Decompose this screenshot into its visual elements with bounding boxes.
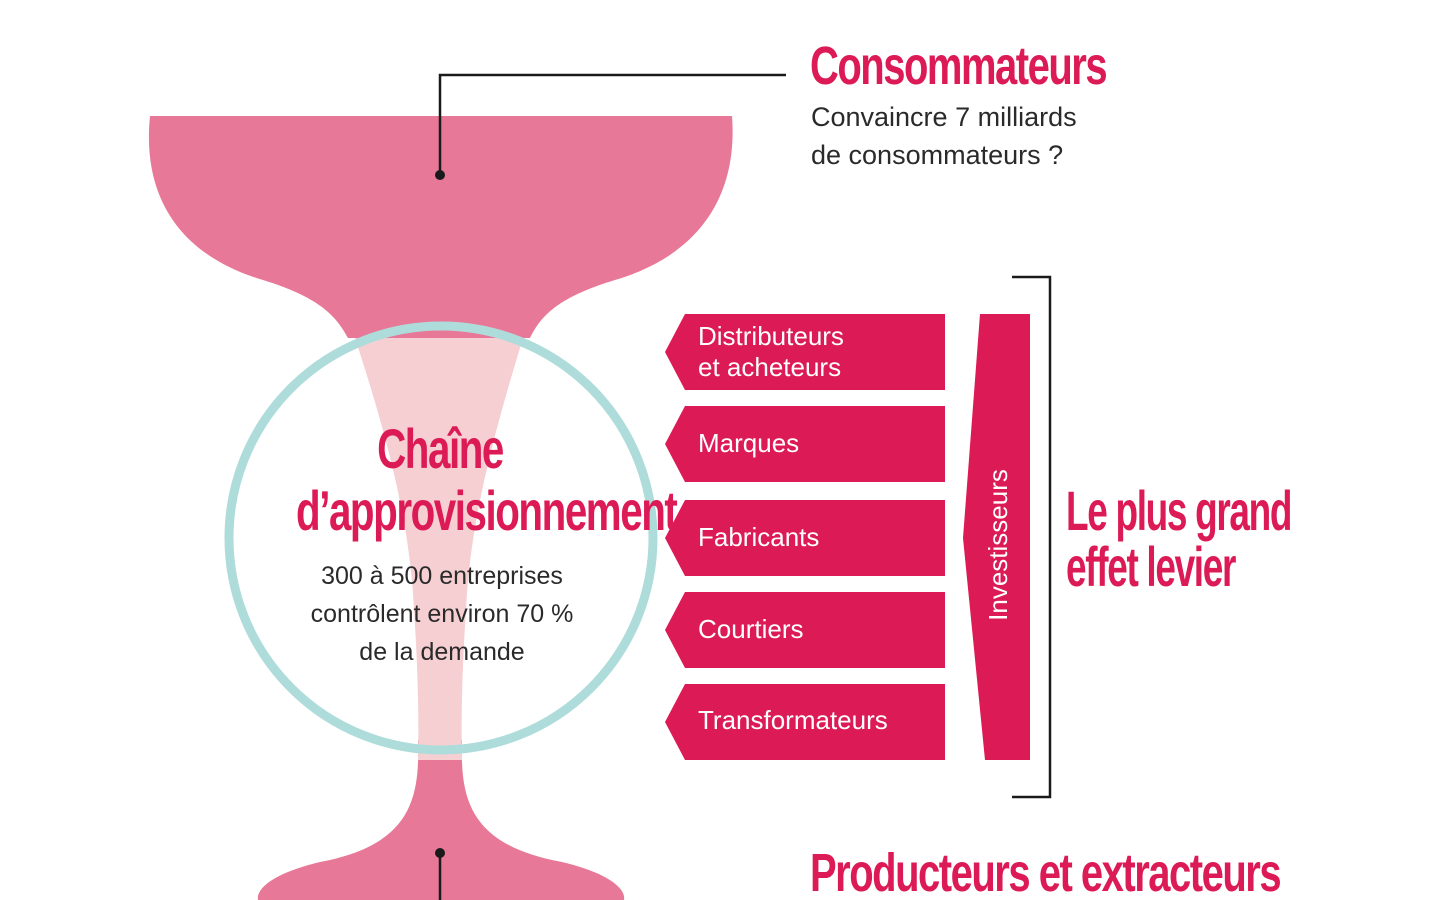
supply-chain-description: 300 à 500 entreprises contrôlent environ… — [262, 557, 622, 671]
actor-label-distributeurs: Distributeurs et acheteurs — [698, 321, 844, 383]
supply-chain-description-line-2: contrôlent environ 70 % — [310, 600, 574, 628]
producers-connector-dot — [435, 848, 445, 858]
consumers-funnel-shape — [148, 116, 733, 338]
actor-label-marques: Marques — [698, 428, 800, 458]
consumers-connector-line — [438, 73, 786, 175]
actor-box-courtiers — [665, 592, 945, 668]
leverage-title-line-2: effet levier — [1066, 535, 1236, 598]
consumers-subtitle-line-1: Convaincre 7 milliards — [811, 102, 1077, 132]
actor-label-transformateurs: Transformateurs — [698, 705, 888, 735]
leverage-title-line-1: Le plus grand — [1066, 479, 1292, 542]
producers-funnel-shape — [257, 740, 625, 900]
leverage-bracket — [1012, 275, 1052, 799]
actor-label-courtiers: Courtiers — [698, 614, 804, 644]
consumers-subtitle: Convaincre 7 milliards de consommateurs … — [811, 98, 1231, 174]
leverage-title: Le plus grand effet levier — [1066, 479, 1292, 598]
supply-chain-title-line-1: Chaîne — [377, 417, 504, 480]
supply-chain-title-line-2: d’approvisionnement — [296, 479, 678, 542]
actor-box-marques — [665, 406, 945, 482]
investors-label: Investisseurs — [983, 469, 1013, 621]
actor-label-fabricants: Fabricants — [698, 522, 820, 552]
consumers-connector-dot — [435, 170, 445, 180]
actor-box-fabricants — [665, 500, 945, 576]
producers-title: Producteurs et extracteurs — [810, 843, 1282, 900]
investors-banner — [963, 314, 1030, 760]
consumers-title: Consommateurs — [810, 36, 1108, 96]
supply-chain-channel — [355, 338, 523, 760]
supply-chain-title: Chaîne d’approvisionnement — [296, 417, 678, 542]
supply-chain-description-line-1: 300 à 500 entreprises — [321, 562, 563, 590]
supply-chain-circle — [224, 321, 658, 755]
actor-label-distributeurs-line-2: et acheteurs — [698, 352, 842, 382]
actor-label-distributeurs-line-1: Distributeurs — [698, 321, 844, 351]
consumers-subtitle-line-2: de consommateurs ? — [811, 140, 1064, 170]
actor-box-distributeurs — [665, 314, 945, 390]
supply-chain-description-line-3: de la demande — [359, 638, 525, 666]
actor-box-transformateurs — [665, 684, 945, 760]
